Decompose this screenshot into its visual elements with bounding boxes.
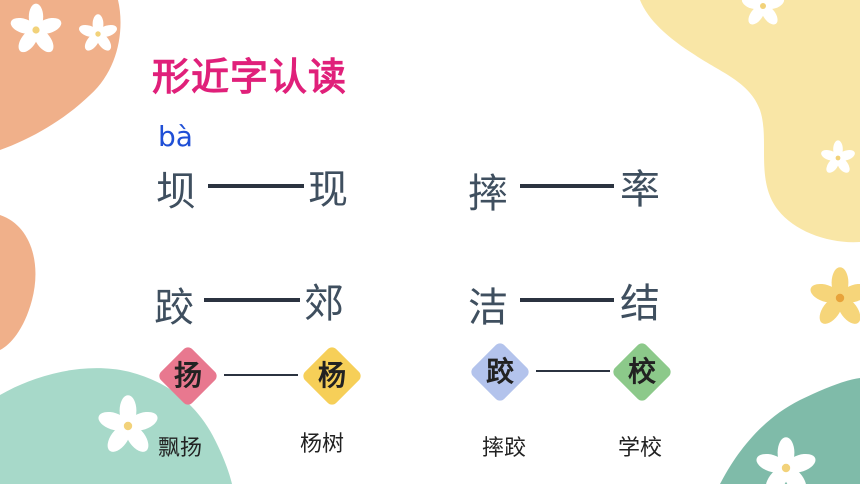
word-label: 学校: [618, 436, 663, 461]
connector-line: [520, 298, 614, 302]
connector-line: [536, 370, 610, 372]
diamond-card: 跤: [468, 340, 532, 404]
connector-line: [224, 374, 298, 376]
char-left: 跤: [154, 285, 194, 331]
word-label: 杨树: [300, 432, 345, 457]
word-label: 摔跤: [482, 436, 527, 461]
char-left: 摔: [468, 171, 508, 217]
char-right: 率: [620, 167, 660, 213]
diamond-card: 扬: [156, 344, 220, 408]
connector-line: [204, 298, 300, 302]
char-left: 坝: [156, 169, 196, 215]
pinyin-label: bà: [158, 120, 193, 153]
char-right: 现: [308, 167, 348, 213]
char-right: 结: [620, 281, 660, 327]
diamond-char: 扬: [173, 359, 202, 392]
connector-line: [208, 184, 304, 188]
diamond-char: 校: [627, 355, 656, 388]
word-label: 飘扬: [158, 436, 203, 461]
diamond-card: 杨: [300, 344, 364, 408]
diamond-char: 杨: [317, 359, 346, 392]
char-right: 郊: [304, 281, 344, 327]
char-left: 洁: [468, 285, 508, 331]
diamond-card: 校: [610, 340, 674, 404]
connector-line: [520, 184, 614, 188]
diamond-char: 跤: [485, 355, 514, 388]
page-title: 形近字认读: [152, 55, 348, 99]
